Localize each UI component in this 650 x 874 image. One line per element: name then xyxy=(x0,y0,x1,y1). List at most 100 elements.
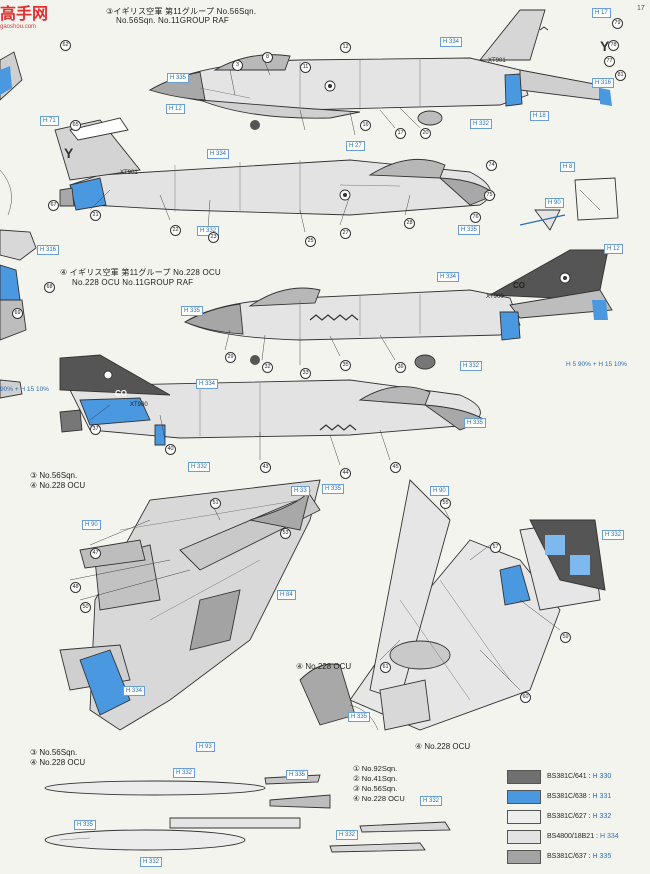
ref-h332: H 332 xyxy=(470,119,493,129)
legend-h: H 334 xyxy=(599,833,619,840)
ref-h316: H 316 xyxy=(592,78,615,88)
tail-code-s4-right: CO xyxy=(513,281,525,290)
callout-number: 65 xyxy=(70,120,81,131)
ref-h27: H 27 xyxy=(346,141,365,151)
legend-code: BS381C/627 xyxy=(547,813,587,820)
callout-number: 81 xyxy=(615,70,626,81)
page-number: 17 xyxy=(637,5,645,12)
callout-number: 28 xyxy=(404,218,415,229)
legend-code: BS4800/18B21 xyxy=(547,833,595,840)
callout-number: 16 xyxy=(360,120,371,131)
legend-swatch xyxy=(507,849,541,864)
inset-label-2: ④ No.228 OCU xyxy=(415,742,471,751)
inset-label-1: ④ No.228 OCU xyxy=(296,662,352,671)
callout-number: 47 xyxy=(90,548,101,559)
callout-number: 23 xyxy=(208,232,219,243)
ref-h18: H 18 xyxy=(530,111,549,121)
legend-swatch xyxy=(507,809,541,824)
percent-note-left: 90% + H 15 10% xyxy=(0,386,49,393)
ref-h90: H 90 xyxy=(545,198,564,208)
ref-h335-c: H 335 xyxy=(181,306,204,316)
callout-number: 8 xyxy=(262,52,273,63)
callout-number: 68 xyxy=(44,282,55,293)
squadron-item: ③ No.56Sqn. xyxy=(353,784,398,793)
ref-h33: H 33 xyxy=(291,486,310,496)
s4-title-en1: No.228 OCU No.11GROUP RAF xyxy=(72,278,194,287)
legend-code: BS381C/641 xyxy=(547,773,587,780)
s3-title-jp: ③イギリス空軍 第11グループ No.56Sqn. xyxy=(106,7,257,16)
right-edge-details xyxy=(519,177,619,231)
callout-number: 57 xyxy=(490,542,501,553)
plan-view-lower xyxy=(349,479,606,731)
callout-number: 43 xyxy=(260,462,271,473)
ref-h334-e: H 334 xyxy=(123,686,146,696)
legend-row: BS381C/627 : H 332 xyxy=(507,809,612,824)
callout-number: 67 xyxy=(48,200,59,211)
callout-number: 77 xyxy=(604,56,615,67)
legend-code: BS381C/637 xyxy=(547,853,587,860)
s4-aircraft-side-right xyxy=(183,249,613,370)
bottom-label-1: ③ No.56Sqn. xyxy=(30,748,78,757)
ref-h335-h: H 335 xyxy=(286,770,309,780)
ref-h332-c: H 332 xyxy=(460,361,483,371)
ref-h332-f: H 332 xyxy=(173,768,196,778)
ref-h90-b: H 90 xyxy=(82,520,101,530)
serial-s4-left: XT900 xyxy=(130,402,148,408)
squadron-item: ① No.92Sqn. xyxy=(353,764,398,773)
callout-number: 44 xyxy=(340,468,351,479)
callout-number: 50 xyxy=(80,602,91,613)
s3-aircraft-side-left xyxy=(54,117,496,216)
callout-number: 33 xyxy=(300,368,311,379)
tail-code-s3-left: Y xyxy=(64,145,74,161)
callout-number: 45 xyxy=(390,462,401,473)
ref-h90-c: H 90 xyxy=(430,486,449,496)
ref-h335-d: H 335 xyxy=(464,418,487,428)
callout-number: 79 xyxy=(612,18,623,29)
squadron-item: ④ No.228 OCU xyxy=(353,794,405,803)
watermark-logo: 高手网 gaoshou.com xyxy=(0,6,49,30)
callout-number: 40 xyxy=(165,444,176,455)
legend-row: BS381C/638 : H 331 xyxy=(507,789,612,804)
s3-aircraft-side-right xyxy=(148,9,612,130)
legend-h: H 331 xyxy=(592,793,612,800)
ref-h84: H 84 xyxy=(277,590,296,600)
tail-code-s3-right: Y xyxy=(600,38,610,54)
callout-number: 48 xyxy=(70,582,81,593)
ref-h316-b: H 316 xyxy=(37,245,60,255)
serial-s4-right: XT900 xyxy=(486,294,504,300)
s3-title-en1: No.56Sqn. No.11GROUP RAF xyxy=(116,16,229,25)
legend-code: BS381C/638 xyxy=(547,793,587,800)
callout-number: 29 xyxy=(225,352,236,363)
callout-number: 62 xyxy=(60,40,71,51)
ref-h334-b: H 334 xyxy=(207,149,230,159)
ref-h335-f: H 335 xyxy=(348,712,371,722)
mid-label-1: ③ No.56Sqn. xyxy=(30,471,78,480)
callout-number: 3 xyxy=(232,60,243,71)
ref-h334: H 334 xyxy=(440,37,463,47)
callout-number: 17 xyxy=(395,128,406,139)
mid-label-2: ④ No.228 OCU xyxy=(30,481,86,490)
callout-number: 75 xyxy=(484,190,495,201)
callout-number: 27 xyxy=(340,228,351,239)
callout-number: 25 xyxy=(305,236,316,247)
plan-view-upper xyxy=(59,479,321,731)
legend-swatch xyxy=(507,829,541,844)
ref-h335: H 335 xyxy=(167,73,190,83)
ref-h17: H 17 xyxy=(592,8,611,18)
ref-h332-i: H 332 xyxy=(336,830,359,840)
callout-number: 22 xyxy=(170,225,181,236)
callout-number: 36 xyxy=(395,362,406,373)
legend-h: H 332 xyxy=(592,813,612,820)
inset-nose xyxy=(299,663,431,731)
callout-number: 76 xyxy=(470,212,481,223)
ref-h335-e: H 335 xyxy=(322,484,345,494)
callout-number: 35 xyxy=(340,360,351,371)
legend-h: H 330 xyxy=(592,773,612,780)
percent-note: H 5 90% + H 15 10% xyxy=(566,361,627,368)
ref-h12: H 12 xyxy=(166,104,185,114)
legend-row: BS381C/641 : H 330 xyxy=(507,769,612,784)
ref-h8: H 8 xyxy=(560,162,576,172)
tail-code-s4-left: CO xyxy=(115,389,127,398)
left-edge-fragments xyxy=(0,51,37,399)
callout-number: 55 xyxy=(440,498,451,509)
